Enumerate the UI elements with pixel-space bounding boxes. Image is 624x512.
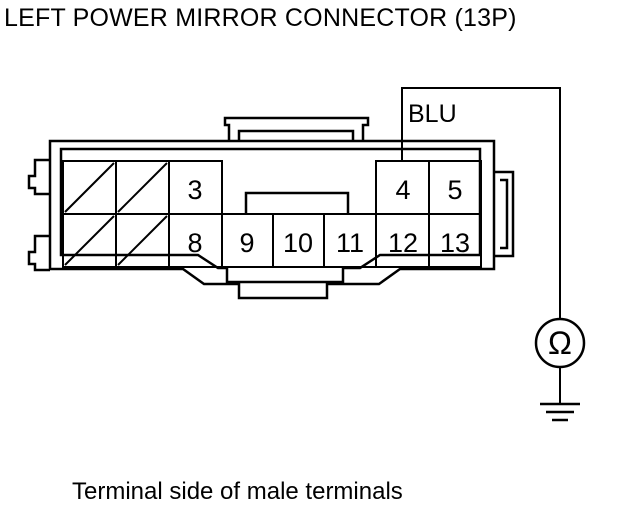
ground-icon: [540, 402, 580, 422]
unused-cavity-marks: [64, 162, 168, 266]
left-latch-bottom: [27, 234, 50, 272]
top-lock-tab: [223, 116, 370, 141]
terminal-12-label: 12: [388, 228, 418, 258]
connector-inner-frame: [59, 147, 482, 284]
right-latch: [494, 170, 515, 258]
terminal-13-label: 13: [440, 228, 470, 258]
diagram-caption: Terminal side of male terminals: [72, 478, 403, 505]
terminal-9-label: 9: [239, 228, 254, 258]
terminal-10-label: 10: [283, 228, 313, 258]
terminal-5-label: 5: [447, 175, 462, 205]
terminal-11-label: 11: [336, 228, 364, 258]
terminal-cavities: [62, 160, 482, 268]
diagram-title: LEFT POWER MIRROR CONNECTOR (13P): [4, 4, 517, 32]
connector-housing: [48, 139, 496, 300]
terminal-4-label: 4: [395, 175, 410, 205]
left-latch-top: [27, 158, 50, 196]
terminal-3-label: 3: [187, 175, 202, 205]
wire-color-label: BLU: [408, 100, 457, 128]
key-ridge: [244, 191, 350, 214]
terminal-8-label: 8: [187, 228, 202, 258]
probe-wire: [401, 87, 561, 319]
ohm-symbol: Ω: [548, 325, 572, 361]
